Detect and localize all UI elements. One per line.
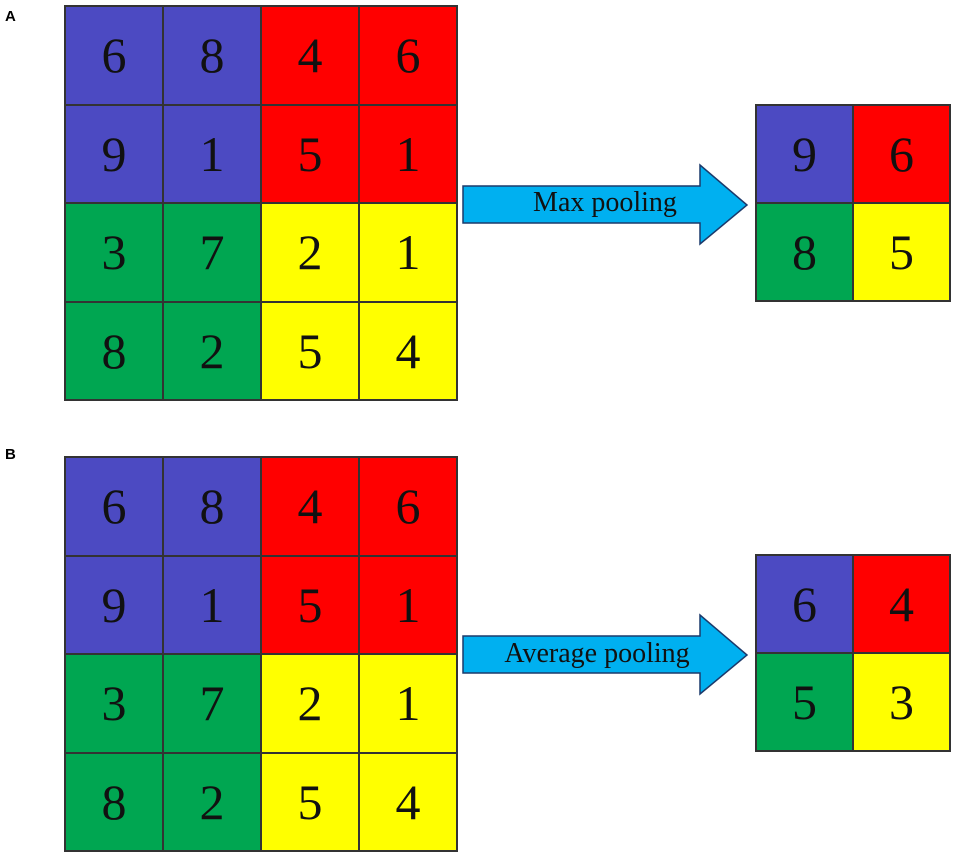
input-cell: 5 (261, 104, 359, 203)
input-cell: 6 (359, 457, 457, 556)
arrow-icon-a (462, 163, 749, 246)
input-cell: 7 (163, 654, 261, 753)
input-cell: 5 (261, 752, 359, 851)
input-cell: 8 (65, 752, 163, 851)
arrow-shape-b (462, 613, 749, 696)
input-cell: 6 (65, 457, 163, 556)
input-cell: 9 (65, 555, 163, 654)
input-cell: 5 (261, 301, 359, 400)
input-cell: 3 (65, 203, 163, 302)
input-cell: 2 (163, 752, 261, 851)
input-cell: 9 (65, 104, 163, 203)
output-cell: 8 (756, 203, 853, 301)
input-cell: 1 (359, 203, 457, 302)
input-cell: 8 (163, 457, 261, 556)
input-cell: 8 (163, 6, 261, 105)
output-cell: 6 (756, 555, 853, 653)
input-cell: 4 (359, 301, 457, 400)
arrow-label-b: Average pooling (504, 638, 690, 669)
input-cell: 3 (65, 654, 163, 753)
input-cell: 4 (359, 752, 457, 851)
input-cell: 6 (65, 6, 163, 105)
input-cell: 2 (261, 654, 359, 753)
input-cell: 4 (261, 6, 359, 105)
input-cell: 4 (261, 457, 359, 556)
input-cell: 1 (359, 654, 457, 753)
output-cell: 4 (853, 555, 950, 653)
input-cell: 2 (261, 203, 359, 302)
input-cell: 1 (163, 555, 261, 654)
arrow-shape-a (462, 163, 749, 246)
output-cell: 5 (853, 203, 950, 301)
arrow-label-a: Max pooling (533, 187, 677, 218)
input-cell: 2 (163, 301, 261, 400)
input-cell: 7 (163, 203, 261, 302)
input-cell: 5 (261, 555, 359, 654)
output-cell: 3 (853, 653, 950, 751)
input-cell: 1 (359, 104, 457, 203)
panel-label-a: A (5, 8, 16, 25)
input-cell: 1 (359, 555, 457, 654)
output-cell: 6 (853, 105, 950, 203)
input-cell: 6 (359, 6, 457, 105)
input-cell: 1 (163, 104, 261, 203)
output-cell: 9 (756, 105, 853, 203)
output-cell: 5 (756, 653, 853, 751)
panel-label-b: B (5, 446, 16, 463)
arrow-icon-b (462, 613, 749, 696)
input-cell: 8 (65, 301, 163, 400)
